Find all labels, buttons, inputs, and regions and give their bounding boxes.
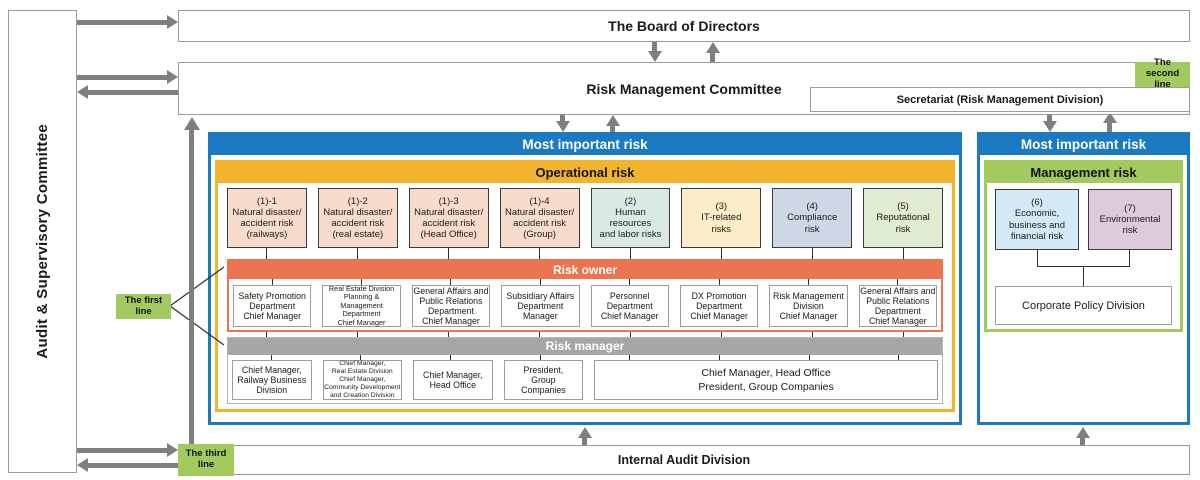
arrowhead-right-icon — [167, 70, 178, 84]
owner-box-dx-promotion: DX Promotion Department Chief Manager — [679, 285, 759, 327]
most-important-risk-panel-operational: Most important risk Operational risk (1)… — [208, 132, 962, 425]
connector-line — [318, 248, 398, 259]
risk-box-1-4: (1)-4 Natural disaster/ accident risk (G… — [499, 188, 580, 248]
arrowhead-down-icon — [1043, 121, 1057, 132]
first-line-label: The first line — [116, 294, 171, 319]
management-risk-header: Management risk — [987, 163, 1180, 183]
owner-box-personnel: Personnel Department Chief Manager — [590, 285, 669, 327]
risk-manager-row: Chief Manager, Railway Business Division… — [232, 360, 939, 400]
arrowhead-right-icon — [167, 15, 178, 29]
manager-box-president: President, Group Companies — [503, 360, 584, 400]
arrow-internal-audit-to-committee — [88, 463, 178, 468]
arrow-committee-to-internal-audit — [77, 448, 167, 453]
risk-box-5: (5) Reputational risk — [863, 188, 943, 248]
owner-box-subsidiary-affairs: Subsidiary Affairs Department Manager — [501, 285, 580, 327]
arrowhead-down-icon — [648, 51, 662, 62]
arrowhead-left-icon — [77, 458, 88, 472]
arrow-internal-audit-to-operational-panel — [582, 438, 587, 445]
most-important-risk-panel-management: Most important risk Management risk (6) … — [977, 132, 1190, 425]
operational-risk-header: Operational risk — [218, 163, 952, 183]
arrow-third-line-to-rmc — [189, 130, 194, 445]
risk-box-3: (3) IT-related risks — [681, 188, 762, 248]
arrow-rmc-to-committee — [88, 90, 178, 95]
connector-line — [409, 248, 489, 259]
risk-box-2: (2) Human resources and labor risks — [590, 188, 671, 248]
arrowhead-up-icon — [706, 42, 720, 53]
arrow-operational-panel-to-rmc — [610, 126, 615, 132]
corporate-policy-division-box: Corporate Policy Division — [995, 286, 1172, 325]
manager-box-shared: Chief Manager, Head Office President, Gr… — [594, 360, 939, 400]
arrowhead-left-icon — [77, 85, 88, 99]
arrow-committee-to-rmc — [77, 75, 167, 80]
board-of-directors-box: The Board of Directors — [178, 10, 1190, 42]
connector-line — [863, 248, 943, 259]
owner-box-general-affairs-2: General Affairs and Public Relations Dep… — [858, 285, 937, 327]
arrowhead-up-icon — [1103, 112, 1117, 123]
arrow-rmc-to-operational-panel — [560, 115, 565, 121]
arrow-board-to-rmc — [652, 42, 657, 51]
connector-line — [1037, 250, 1130, 267]
audit-supervisory-committee-label: Audit & Supervisory Committee — [34, 124, 51, 359]
risk-owner-row: Safety Promotion Department Chief Manage… — [233, 284, 937, 327]
operational-risk-frame: Operational risk (1)-1 Natural disaster/… — [215, 160, 955, 412]
owner-box-real-estate: Real Estate Division Planning & Manageme… — [322, 284, 401, 327]
arrowhead-right-icon — [167, 443, 178, 457]
risk-box-6: (6) Economic, business and financial ris… — [995, 189, 1079, 250]
arrow-internal-audit-to-management-panel — [1080, 438, 1085, 445]
arrowhead-up-icon — [606, 115, 620, 126]
connector-row — [227, 248, 943, 259]
third-line-label: The third line — [178, 444, 234, 476]
connector-line — [227, 248, 307, 259]
connector-line — [591, 248, 671, 259]
arrow-rmc-to-board — [710, 53, 715, 62]
arrowhead-up-icon — [1076, 427, 1090, 438]
connector-line — [772, 248, 852, 259]
risk-box-4: (4) Compliance risk — [772, 188, 853, 248]
manager-box-real-estate: Chief Manager, Real Estate Division Chie… — [322, 360, 403, 400]
arrow-committee-to-board — [77, 20, 167, 25]
risk-manager-frame: Risk manager Chief Manager, Railway Busi… — [227, 337, 943, 404]
risk-owner-bar: Risk owner — [229, 261, 941, 279]
connector-merge — [995, 250, 1172, 286]
arrowhead-up-icon — [184, 117, 200, 130]
owner-box-safety-promotion: Safety Promotion Department Chief Manage… — [233, 285, 312, 327]
arrow-management-panel-to-secretariat — [1107, 123, 1112, 132]
risk-box-1-1: (1)-1 Natural disaster/ accident risk (r… — [227, 188, 307, 248]
most-important-risk-header: Most important risk — [211, 135, 959, 155]
risk-owner-frame: Risk owner Safety Promotion Department C… — [227, 259, 943, 332]
owner-box-risk-management: Risk Management Division Chief Manager — [769, 285, 848, 327]
management-risk-frame: Management risk (6) Economic, business a… — [984, 160, 1183, 332]
secretariat-box: Secretariat (Risk Management Division) — [810, 87, 1190, 112]
manager-box-head-office: Chief Manager, Head Office — [413, 360, 493, 400]
connector-line — [681, 248, 761, 259]
second-line-label: The second line — [1135, 57, 1190, 90]
risk-manager-bar: Risk manager — [228, 338, 942, 355]
connector-line — [500, 248, 580, 259]
arrowhead-down-icon — [556, 121, 570, 132]
risk-row: (1)-1 Natural disaster/ accident risk (r… — [227, 188, 943, 248]
internal-audit-division-box: Internal Audit Division — [178, 445, 1190, 475]
risk-box-7: (7) Environmental risk — [1088, 189, 1172, 250]
arrow-secretariat-to-management-panel — [1047, 112, 1052, 121]
manager-box-railway: Chief Manager, Railway Business Division — [232, 360, 312, 400]
owner-box-general-affairs: General Affairs and Public Relations Dep… — [411, 285, 491, 327]
management-risk-row: (6) Economic, business and financial ris… — [995, 189, 1172, 250]
risk-box-1-2: (1)-2 Natural disaster/ accident risk (r… — [317, 188, 398, 248]
risk-box-1-3: (1)-3 Natural disaster/ accident risk (H… — [408, 188, 489, 248]
audit-supervisory-committee-box: Audit & Supervisory Committee — [8, 10, 77, 473]
arrowhead-up-icon — [578, 427, 592, 438]
first-line-pointer-lines — [169, 266, 225, 346]
most-important-risk-header: Most important risk — [980, 135, 1187, 155]
connector-line — [1083, 267, 1084, 286]
